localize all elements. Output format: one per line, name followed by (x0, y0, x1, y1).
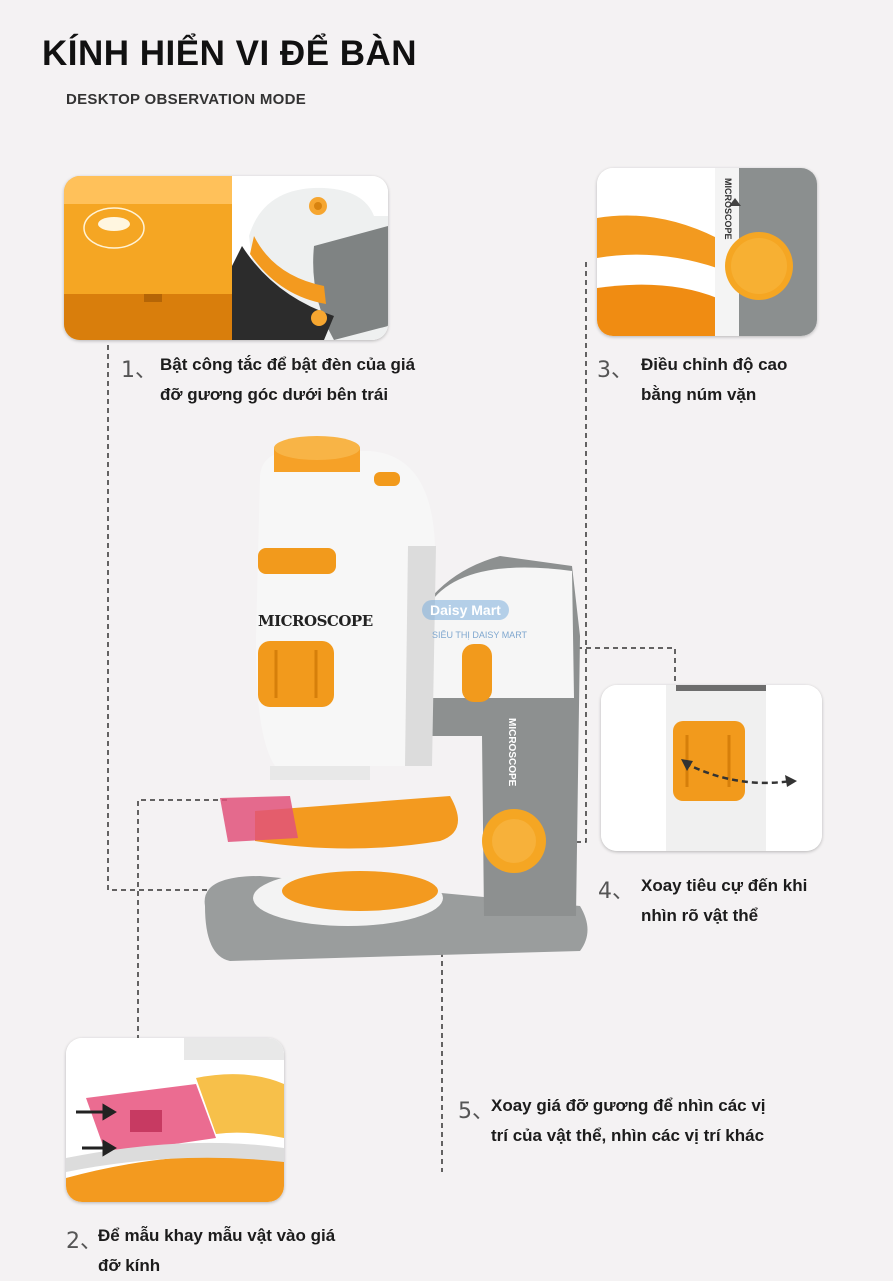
specimen-tray-photo (66, 1038, 284, 1202)
step-4-text: Xoay tiêu cự đến khi nhìn rõ vật thể (641, 876, 808, 925)
page-title: KÍNH HIỂN VI ĐỂ BÀN (42, 34, 418, 73)
step-4-number: 4、 (598, 879, 634, 904)
height-knob-photo: MICROSCOPE (597, 168, 817, 336)
switch-closeup-photo (64, 176, 388, 340)
step-5-text: Xoay giá đỡ gương để nhìn các vị trí của… (491, 1096, 766, 1145)
page-subtitle: DESKTOP OBSERVATION MODE (66, 91, 307, 108)
step-2-text: Để mẫu khay mẫu vật vào giá đỡ kính (98, 1226, 336, 1275)
guide-line-step-1 (107, 345, 262, 891)
microscope-illustration: MICROSCOPE MICROSCOPE Daisy Mart SIÊU TH… (200, 436, 600, 966)
watermark-tagline: SIÊU THỊ DAISY MART (432, 630, 528, 640)
arm-microscope-label: MICROSCOPE (506, 718, 517, 787)
guide-line-step-3 (542, 262, 587, 843)
guide-line-step-2 (137, 799, 228, 1040)
step-1-text: Bật công tắc để bật đèn của giá đỡ gương… (160, 355, 416, 404)
step-1-number: 1、 (121, 358, 157, 383)
knob-microscope-label: MICROSCOPE (723, 178, 733, 240)
step-3-text: Điều chỉnh độ cao bằng núm vặn (641, 355, 788, 404)
step-5-number: 5、 (458, 1099, 494, 1124)
step-3-number: 3、 (597, 358, 633, 383)
watermark-brand: Daisy Mart (422, 600, 509, 620)
focus-closeup-photo (601, 685, 822, 851)
body-microscope-label: MICROSCOPE (258, 612, 373, 630)
step-2-number: 2、 (66, 1229, 102, 1254)
